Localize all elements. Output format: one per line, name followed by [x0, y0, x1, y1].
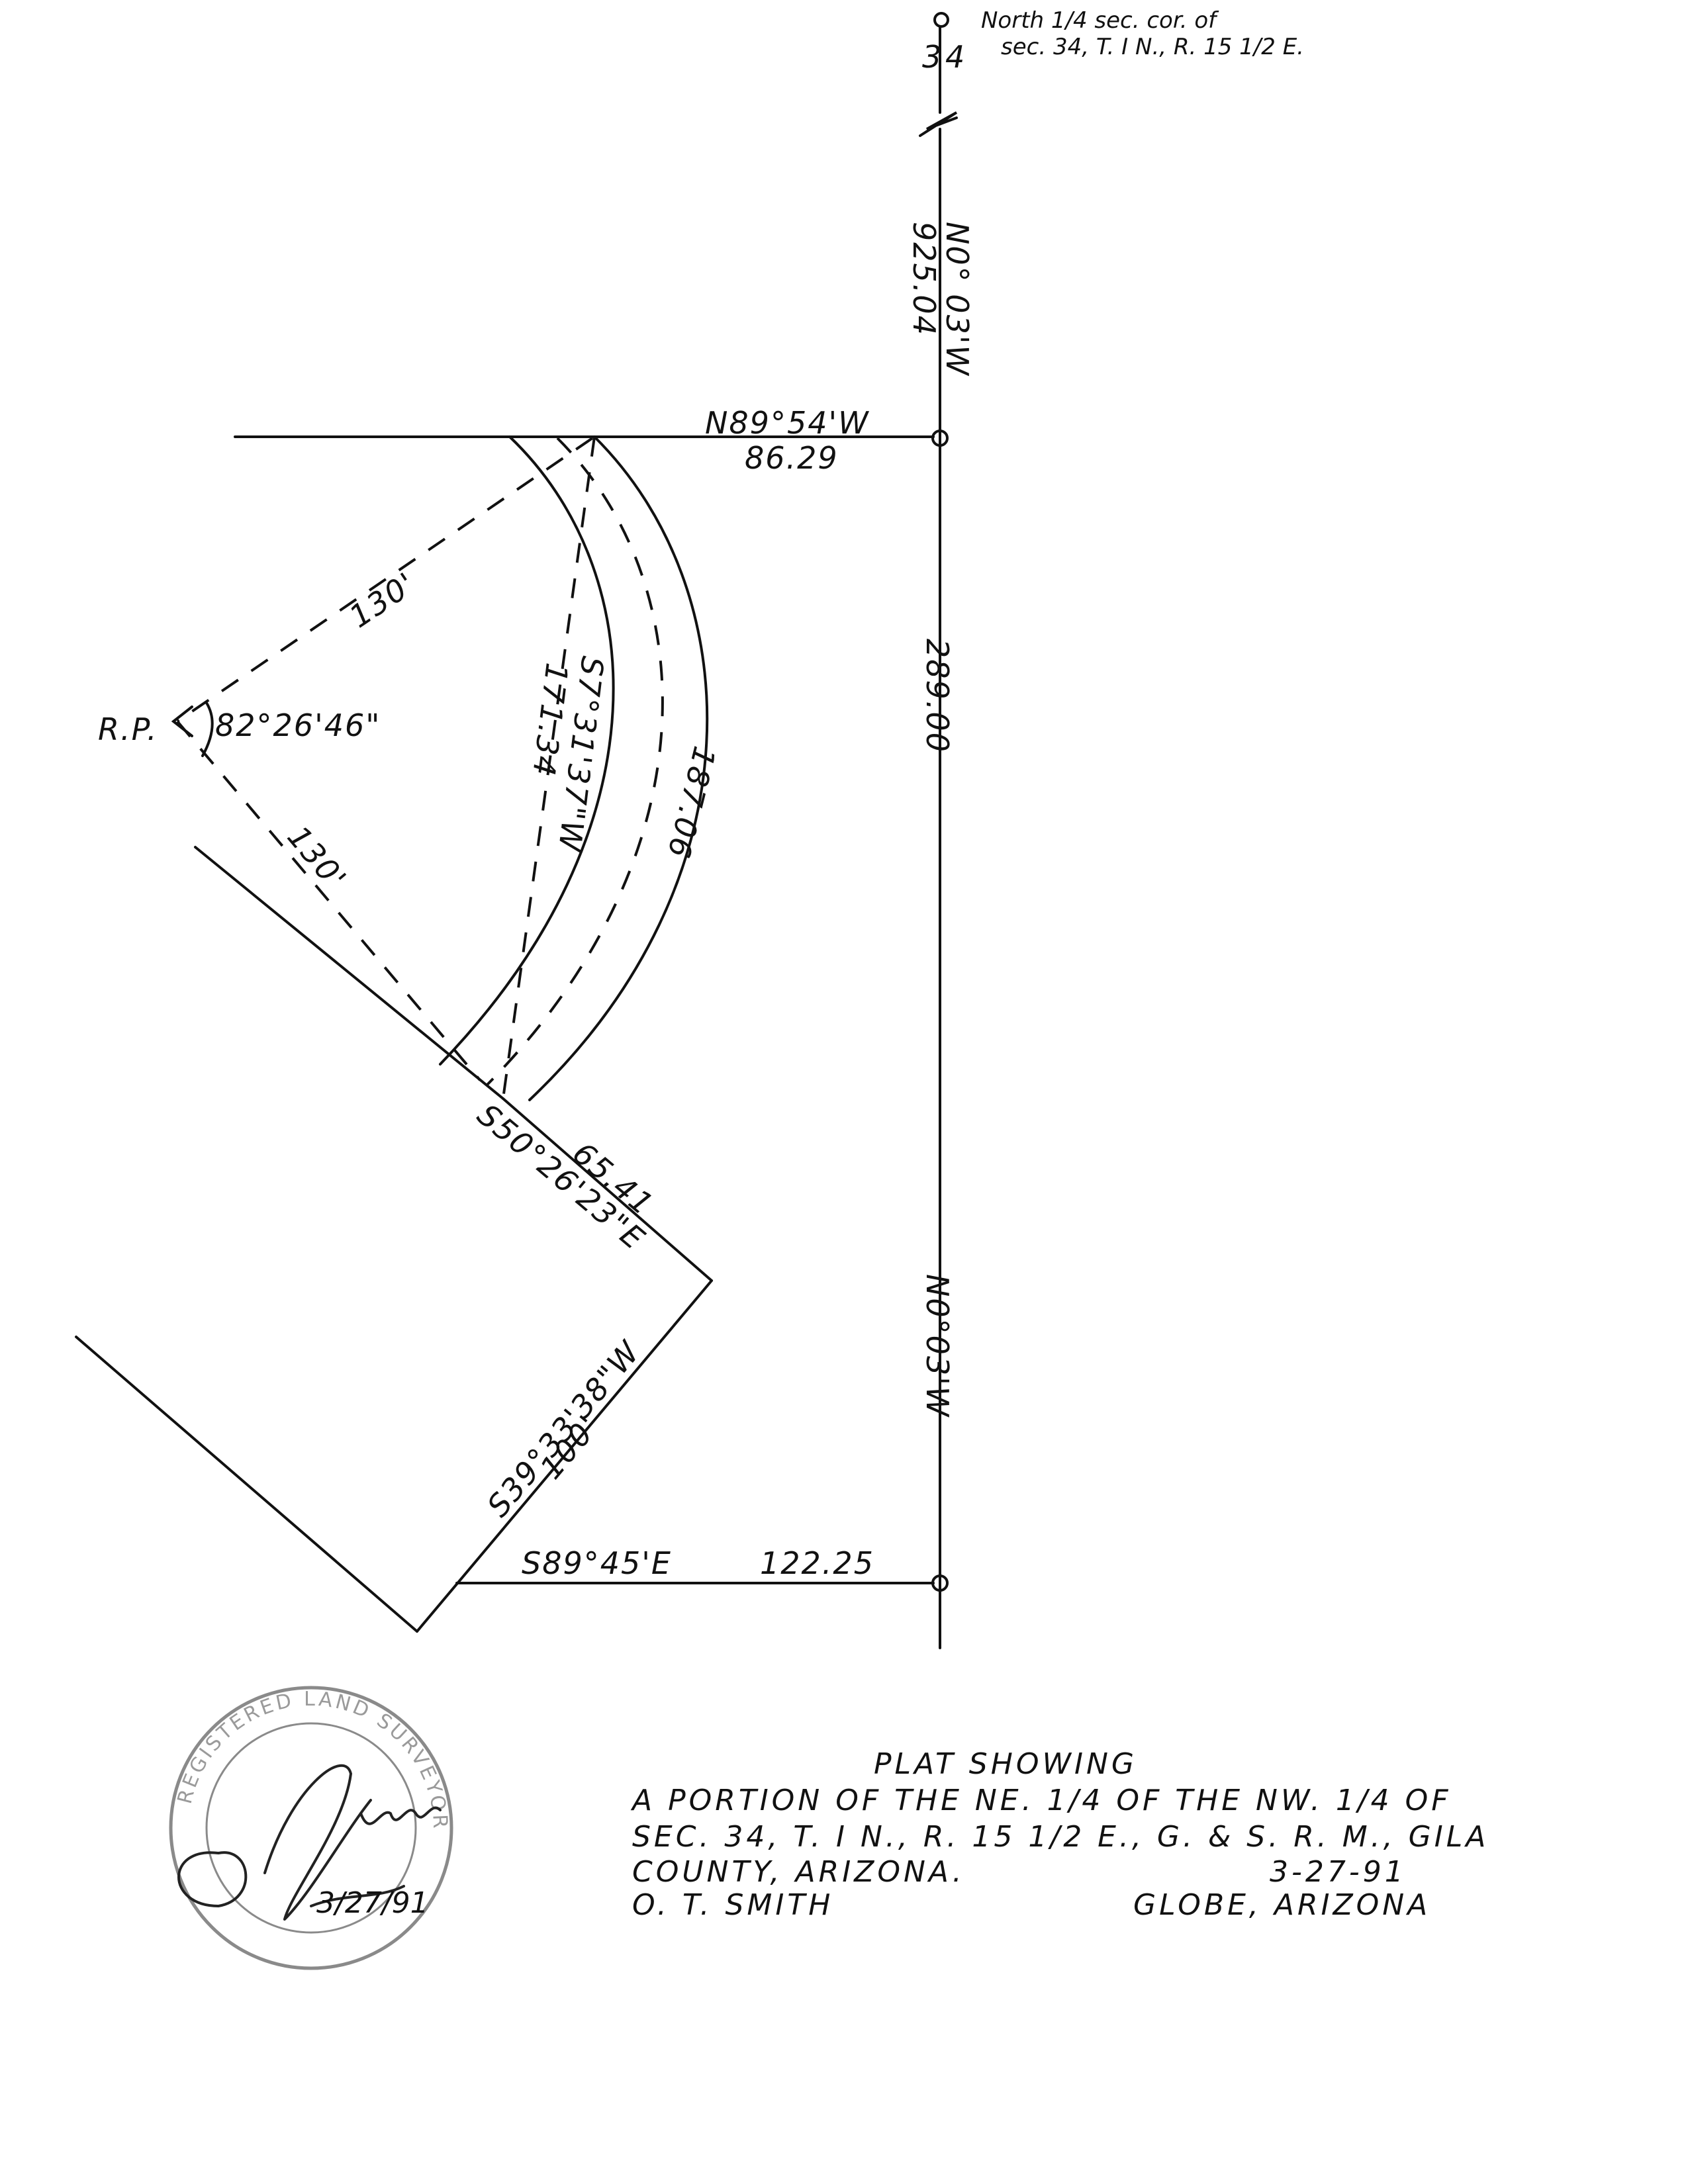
chord-line [502, 436, 596, 1099]
surveyor-location: GLOBE, ARIZONA [1133, 1888, 1430, 1922]
plat-description-line2: SEC. 34, T. I N., R. 15 1/2 E., G. & S. … [632, 1820, 1489, 1854]
west-boundary-line [75, 1336, 418, 1633]
north-bearing-label: N0° 03'W [939, 222, 975, 377]
central-angle-arc [201, 702, 214, 757]
radius-point-label: R.P. [98, 711, 158, 747]
radius-line-upper [176, 437, 594, 723]
sw-course-line [416, 1279, 713, 1633]
plat-description-line1: A PORTION OF THE NE. 1/4 OF THE NW. 1/4 … [630, 1784, 1452, 1817]
quarter-corner-monument [933, 12, 949, 28]
east-lower-bearing-label: N0°03'W [919, 1274, 955, 1418]
signature-date: 3/27/91 [316, 1886, 429, 1920]
curve-outer-east [528, 435, 709, 1101]
east-distance-label: 289.00 [919, 639, 955, 753]
radius-line-lower [176, 720, 481, 1081]
corner-note-line1: North 1/4 sec. cor. of [981, 7, 1219, 34]
north-distance-label: 925.04 [906, 222, 942, 336]
radius-lower-label: 130' [281, 819, 354, 897]
break-symbol [919, 111, 958, 137]
top-bearing-label: N89°54'W [705, 405, 870, 441]
corner-note-line2: sec. 34, T. I N., R. 15 1/2 E. [1001, 34, 1304, 60]
surveyor-signature [177, 1764, 442, 1921]
diagonal-line-nw [194, 846, 504, 1100]
diagonal-line-se [502, 1097, 713, 1282]
surveyor-name: O. T. SMITH [632, 1888, 833, 1922]
plat-heading: PLAT SHOWING [874, 1747, 1137, 1781]
central-angle-label: 82°26'46" [215, 707, 381, 743]
surveyor-seal: REGISTERED LAND SURVEYOR [169, 1686, 453, 1970]
radius-point-mark [171, 705, 193, 737]
plat-description-line3: COUNTY, ARIZONA. [632, 1855, 965, 1889]
section-number-4: 4 [945, 39, 966, 75]
bottom-bearing-label: S89°45'E [522, 1545, 672, 1581]
bottom-distance-label: 122.25 [760, 1545, 874, 1581]
radius-upper-label: 130' [343, 565, 422, 635]
arc-length-label: 187.06 [660, 743, 722, 862]
curve-outer-west [439, 435, 615, 1066]
section-number-3: 3 [922, 39, 943, 75]
top-distance-label: 86.29 [745, 440, 839, 476]
plat-date: 3-27-91 [1270, 1855, 1407, 1889]
curve-centerline [485, 437, 664, 1087]
